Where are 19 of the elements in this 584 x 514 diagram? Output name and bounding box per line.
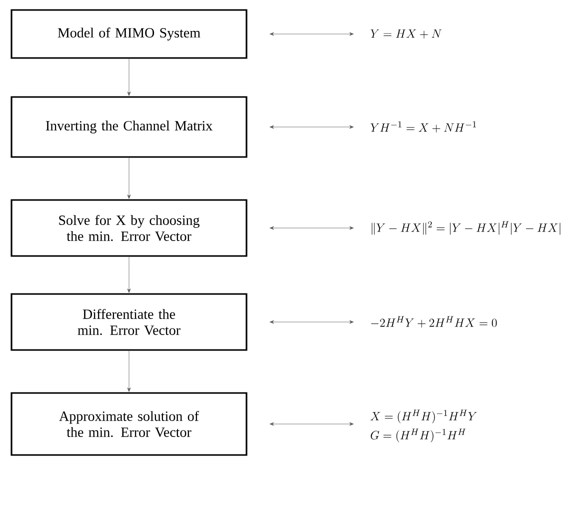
process-box: Model of MIMO System bbox=[10, 9, 248, 59]
double-arrow bbox=[270, 226, 354, 230]
process-box: Approximate solution of the min. Error Vector bbox=[10, 392, 248, 456]
double-arrow bbox=[270, 32, 354, 36]
equation: $X = (H^{H}H)^{-1}H^{H}Y$ $G = (H^{H}H)^{-1}H^{H}$ bbox=[370, 410, 477, 442]
equation: $\|Y - HX\|^{2} = |Y - HX|^{H}|Y - HX|$ bbox=[372, 221, 560, 235]
arrow bbox=[127, 256, 131, 293]
arrow bbox=[127, 158, 131, 199]
arrow bbox=[127, 350, 131, 392]
double-arrow bbox=[270, 125, 354, 129]
equation: $-2H^{H}Y + 2H^{H}HX = 0$ bbox=[371, 316, 497, 328]
double-arrow bbox=[270, 320, 354, 324]
process-box: Solve for X by choosing the min. Error Vector bbox=[10, 199, 248, 257]
equation: $YH^{-1} = X + NH^{-1}$ bbox=[370, 121, 476, 133]
process-box: Differentiate the min. Error Vector bbox=[10, 293, 248, 351]
process-box: Inverting the Channel Matrix bbox=[10, 96, 248, 158]
equation: $Y = HX + N$ bbox=[370, 29, 442, 39]
double-arrow bbox=[270, 422, 354, 426]
arrow bbox=[127, 58, 131, 96]
